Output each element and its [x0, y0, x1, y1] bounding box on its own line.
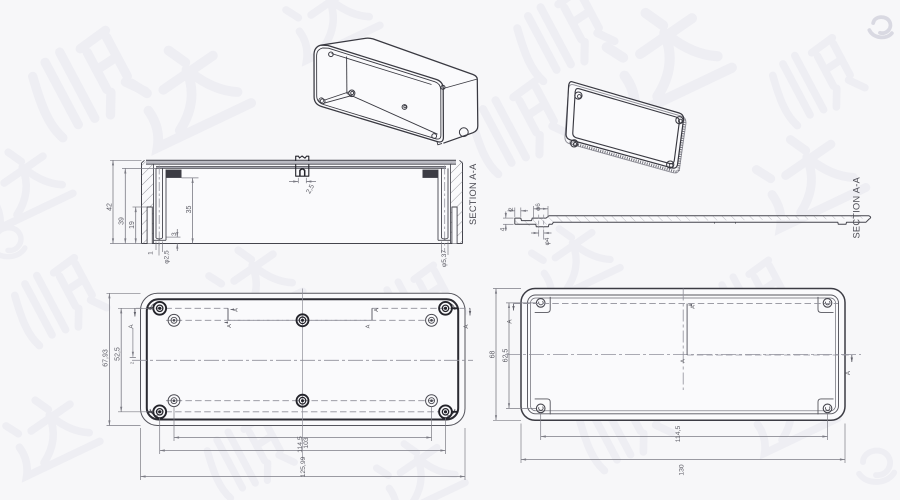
svg-text:114,5: 114,5 — [297, 436, 304, 453]
svg-text:42: 42 — [106, 203, 113, 211]
svg-text:19: 19 — [129, 221, 136, 229]
svg-text:A: A — [374, 308, 380, 312]
svg-text:A: A — [691, 305, 697, 309]
svg-text:3: 3 — [171, 232, 178, 236]
svg-text:2,5: 2,5 — [305, 183, 316, 195]
svg-text:A: A — [227, 324, 233, 328]
svg-text:A: A — [681, 359, 687, 363]
svg-text:SECTION A-A: SECTION A-A — [468, 163, 478, 225]
svg-text:130: 130 — [679, 464, 686, 476]
svg-text:A: A — [234, 308, 240, 312]
svg-text:52,5: 52,5 — [115, 347, 122, 361]
svg-text:φ5,37: φ5,37 — [441, 250, 448, 267]
svg-text:103: 103 — [303, 437, 310, 449]
svg-text:35: 35 — [186, 206, 193, 214]
svg-text:125,99: 125,99 — [300, 456, 307, 477]
svg-text:67,93: 67,93 — [103, 349, 110, 367]
svg-text:1: 1 — [148, 251, 155, 255]
svg-text:A: A — [128, 324, 135, 329]
svg-text:φ6: φ6 — [535, 203, 542, 211]
svg-text:62,5: 62,5 — [502, 349, 509, 363]
svg-text:39: 39 — [119, 217, 126, 225]
svg-text:68: 68 — [489, 351, 496, 359]
svg-text:SECTION A-A: SECTION A-A — [852, 176, 862, 238]
svg-text:A: A — [366, 324, 372, 328]
svg-text:A: A — [463, 324, 470, 329]
svg-text:114,5: 114,5 — [675, 426, 682, 443]
svg-text:φ2,5: φ2,5 — [163, 250, 170, 264]
svg-text:φ4: φ4 — [544, 237, 551, 245]
svg-text:2: 2 — [508, 207, 515, 211]
svg-text:A: A — [845, 370, 852, 375]
svg-text:2: 2 — [130, 361, 135, 364]
svg-text:4: 4 — [500, 227, 507, 231]
